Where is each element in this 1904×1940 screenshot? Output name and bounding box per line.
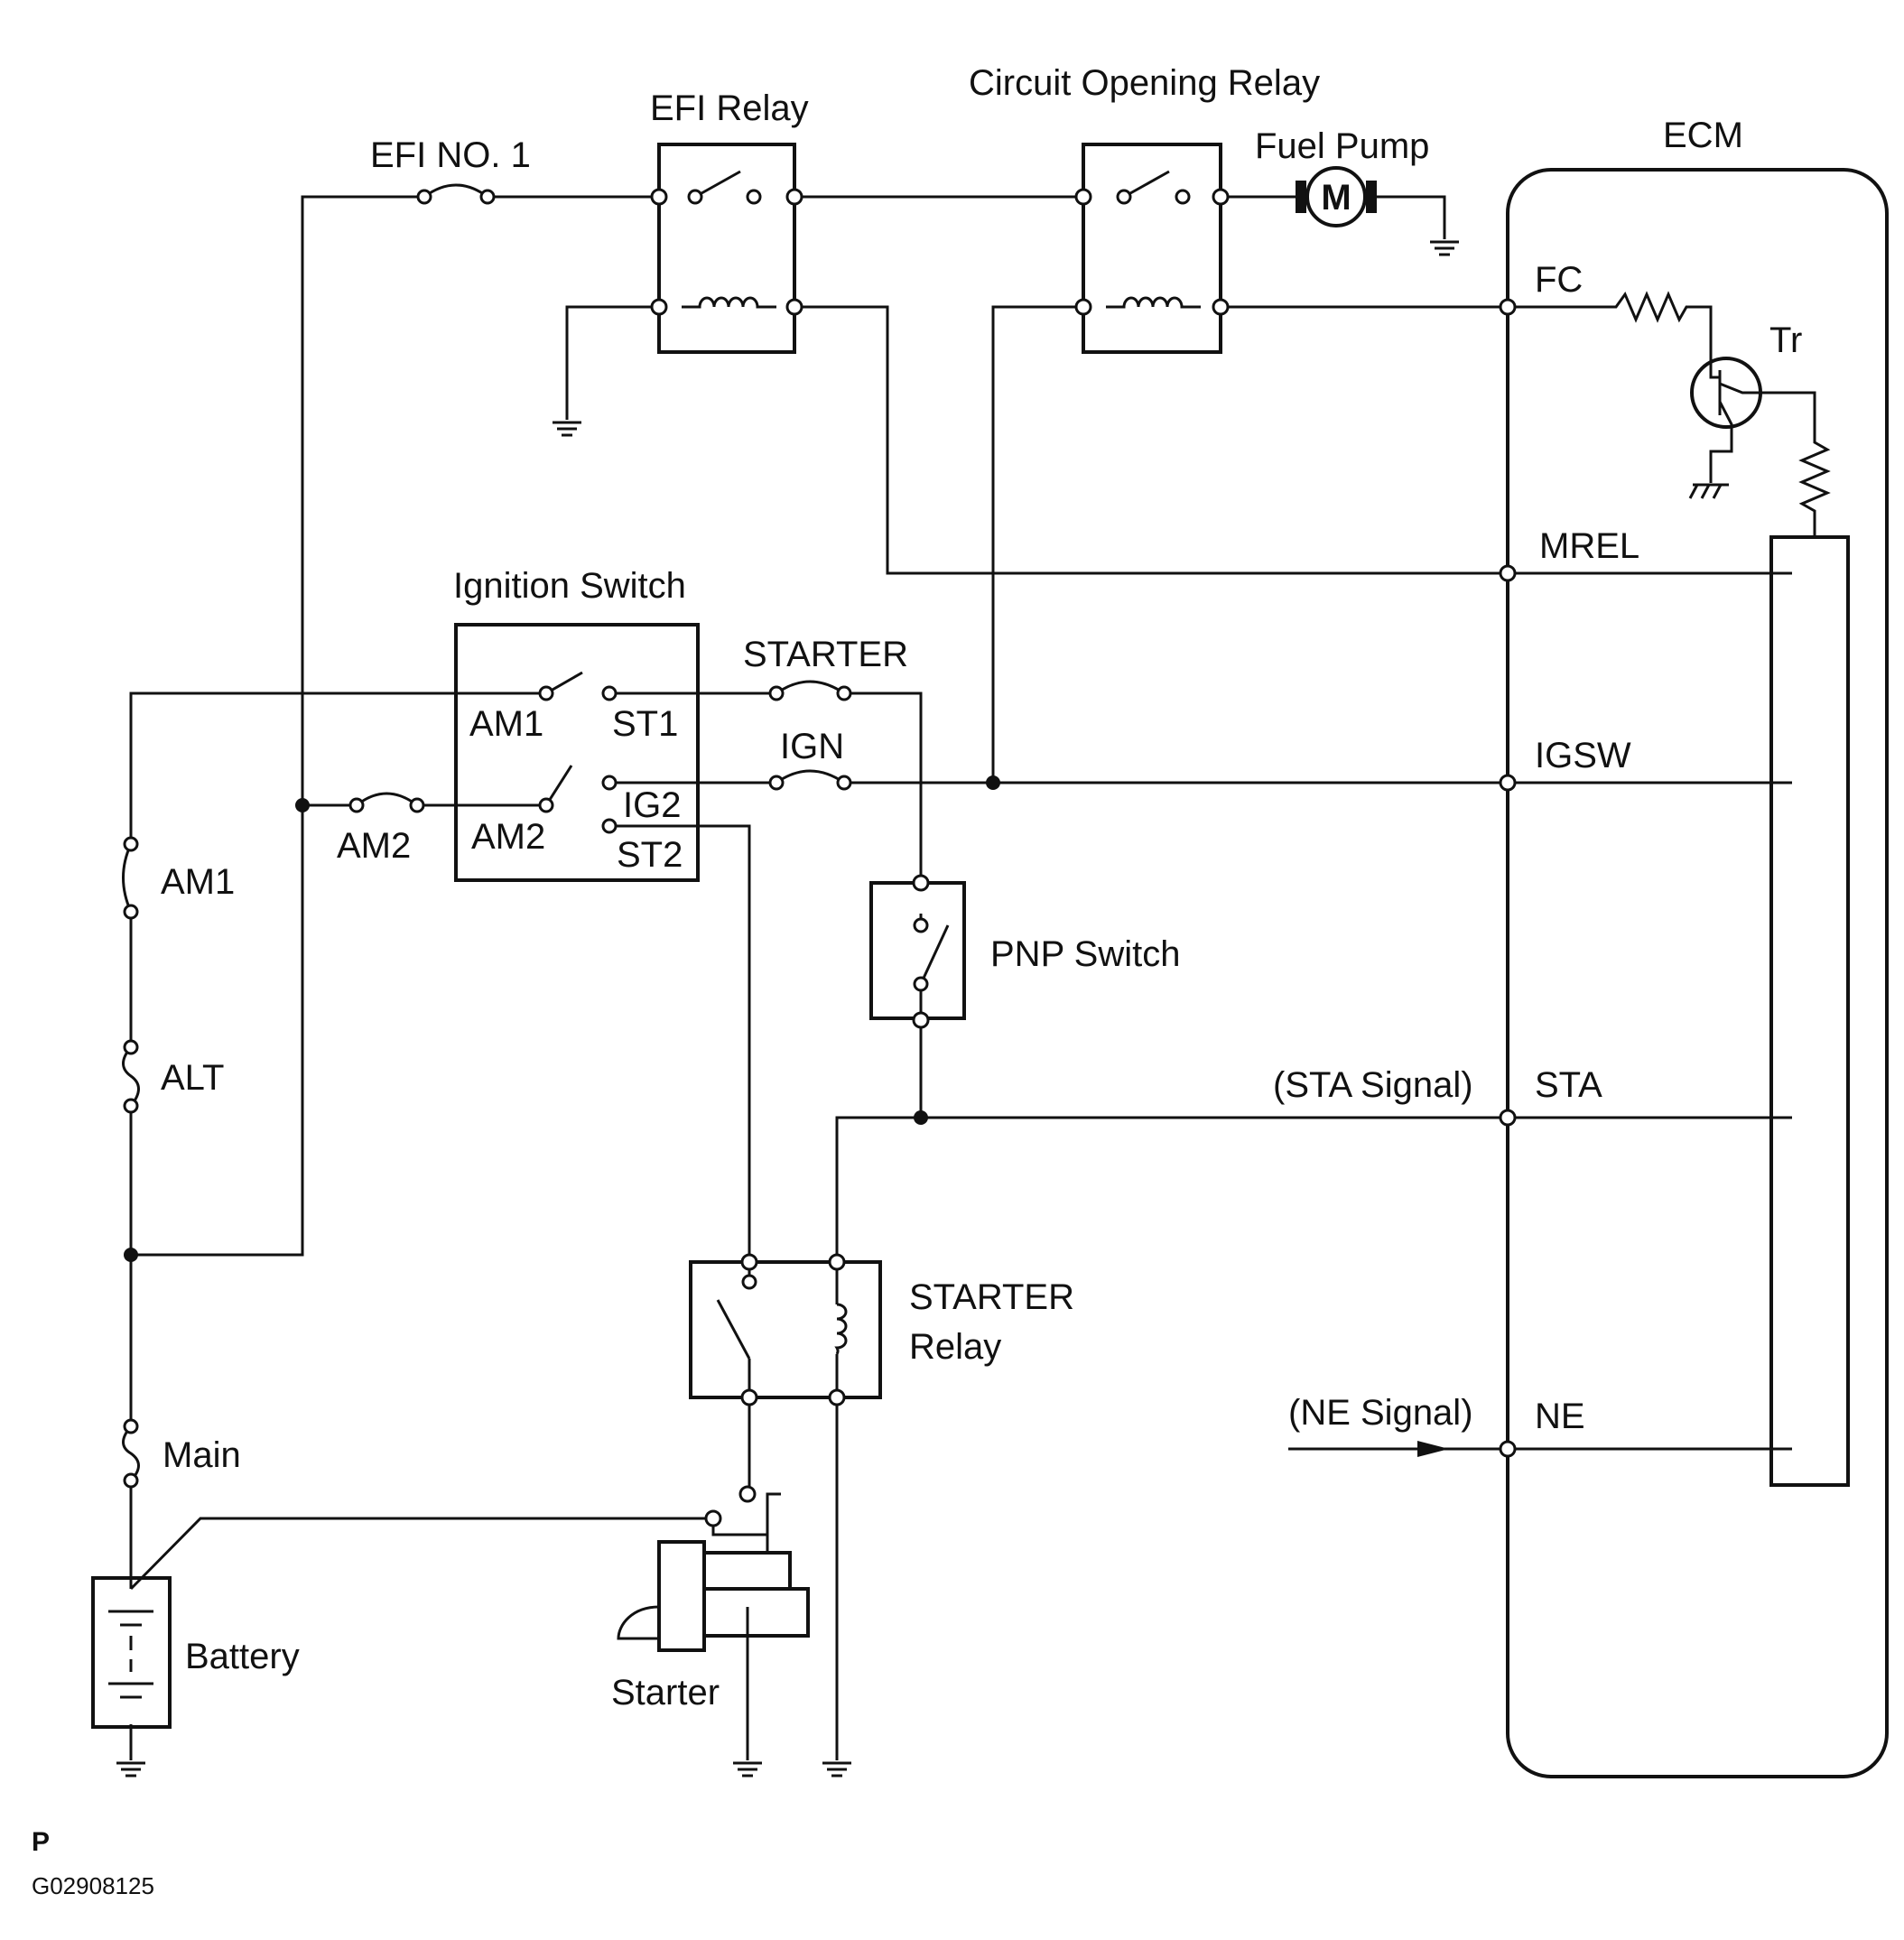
label-starter-relay-1: STARTER — [909, 1277, 1074, 1317]
ground-fuel-pump — [1428, 240, 1461, 256]
label-starter-fuse: STARTER — [743, 635, 908, 674]
figure-code: G02908125 — [32, 1872, 154, 1899]
label-efi-no1: EFI NO. 1 — [370, 135, 531, 175]
starter-relay-coil — [834, 1303, 848, 1355]
fuse-am1 — [122, 843, 133, 913]
wire-starter-pnp — [844, 692, 923, 883]
pnp-blade — [919, 924, 950, 985]
ground-starter-relay — [821, 1761, 853, 1778]
tr-base-resistor — [1719, 382, 1831, 537]
fuse-alt — [122, 1046, 140, 1107]
label-ign: IGN — [780, 727, 844, 766]
label-alt: ALT — [161, 1058, 224, 1098]
label-main: Main — [163, 1435, 241, 1475]
label-am1-fuse: AM1 — [161, 862, 235, 902]
label-starter: Starter — [611, 1673, 720, 1713]
label-am1-switch: AM1 — [469, 704, 543, 744]
label-mrel: MREL — [1539, 526, 1639, 566]
wire-efi-coil-ground — [565, 305, 659, 420]
fuel-pump-motor: M — [1296, 166, 1377, 227]
label-starter-relay-2: Relay — [909, 1327, 1001, 1367]
ignition-switch-box — [454, 623, 700, 882]
ecm-outline — [1506, 168, 1889, 1778]
fuse-main — [122, 1425, 140, 1482]
wire-mrel — [794, 305, 1792, 575]
label-ig2: IG2 — [623, 785, 681, 825]
wire-sta-coil — [835, 1116, 921, 1262]
label-battery: Battery — [185, 1637, 300, 1676]
label-ne-signal: (NE Signal) — [1288, 1393, 1473, 1433]
wire-pump-ground — [1377, 195, 1446, 239]
label-ne: NE — [1535, 1397, 1585, 1436]
label-am2-fuse: AM2 — [337, 826, 411, 866]
battery-symbol — [91, 1576, 172, 1729]
tr-emitter — [1709, 401, 1733, 483]
label-am2-switch: AM2 — [471, 817, 545, 857]
cor-coil — [1106, 296, 1201, 309]
label-igsw: IGSW — [1535, 736, 1631, 775]
label-st1: ST1 — [612, 704, 678, 744]
terminals — [123, 188, 1517, 1527]
label-ecm: ECM — [1663, 116, 1743, 155]
fuse-efi-no1 — [423, 183, 488, 199]
label-fuel-pump: Fuel Pump — [1255, 126, 1429, 166]
label-efi-relay: EFI Relay — [650, 88, 809, 128]
motor-symbol: M — [1321, 178, 1351, 218]
ecm-internal-block — [1769, 535, 1850, 1487]
wiring — [129, 195, 1831, 1760]
transistor-tr — [1690, 357, 1762, 429]
ne-arrow — [1417, 1441, 1449, 1457]
ground-starter — [731, 1761, 764, 1778]
label-fc: FC — [1535, 260, 1583, 300]
sr-blade — [716, 1299, 751, 1360]
fuse-starter — [776, 680, 845, 695]
wire-battery-starter — [129, 1517, 713, 1591]
label-circuit-opening-relay: Circuit Opening Relay — [969, 63, 1320, 103]
ground-battery — [115, 1761, 147, 1778]
am2-blade — [544, 765, 573, 806]
label-sta: STA — [1535, 1065, 1602, 1105]
wire-fc-resistor — [1508, 291, 1720, 379]
ground-transistor — [1688, 483, 1729, 499]
wire-cor-coil-ign — [991, 305, 1083, 783]
efi-relay-coil — [682, 296, 776, 309]
fuse-am2 — [356, 792, 418, 807]
label-sta-signal: (STA Signal) — [1273, 1065, 1473, 1105]
junction-dots — [124, 775, 1000, 1262]
label-tr: Tr — [1769, 320, 1802, 360]
wire-st2 — [609, 824, 751, 1262]
wire-am1-ign — [129, 692, 546, 844]
circuit-opening-relay-box — [1082, 143, 1222, 354]
label-st2: ST2 — [617, 835, 683, 875]
starter-motor — [617, 1492, 810, 1652]
label-ignition-switch: Ignition Switch — [453, 566, 686, 606]
cor-blade — [1123, 170, 1170, 199]
ground-efi-coil — [551, 421, 583, 437]
starter-relay-box — [689, 1260, 882, 1399]
fuse-ign — [776, 769, 845, 784]
wire-efi-feed — [131, 195, 424, 1257]
efi-relay-blade — [694, 170, 741, 199]
page-letter: P — [32, 1827, 50, 1857]
efi-relay-box — [657, 143, 796, 354]
label-pnp-switch: PNP Switch — [990, 934, 1180, 974]
pnp-switch-box — [869, 881, 966, 1020]
